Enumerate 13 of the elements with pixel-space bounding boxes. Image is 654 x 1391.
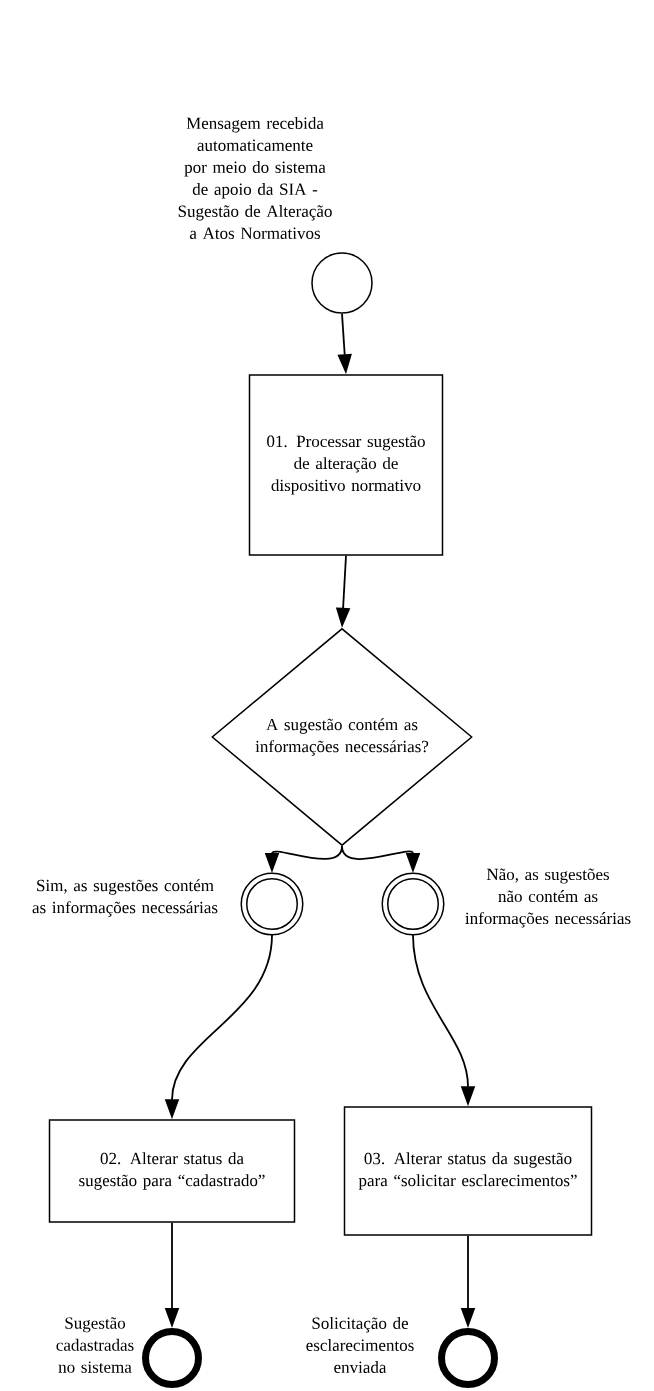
- edge-label: Não, as sugestões não contém as informações necessárias: [465, 868, 631, 928]
- edge-label: Sim, as sugestões contém as informações necessárias: [32, 879, 218, 917]
- intermediate-event-circle: [240, 872, 304, 936]
- task-box: 03. Alterar status da sugestão para “solicitar esclarecimentos”: [343, 1106, 593, 1236]
- event-label: Mensagem recebida automaticamente por meio do sistema de apoio da SIA - Sugestão de Alteração a Atos Normativos: [178, 117, 332, 239]
- end-event-circle: [438, 1328, 498, 1388]
- start-event-circle: [311, 252, 373, 314]
- event-label: Sugestão cadastradas no sistema: [56, 1317, 134, 1373]
- task-box: 01. Processar sugestão de alteração de dispositivo normativo: [248, 374, 444, 556]
- task-box: 02. Alterar status da sugestão para “cadastrado”: [48, 1119, 296, 1223]
- event-label: Solicitação de esclarecimentos enviada: [306, 1317, 414, 1373]
- intermediate-event-circle: [381, 872, 445, 936]
- end-event-circle: [142, 1328, 202, 1388]
